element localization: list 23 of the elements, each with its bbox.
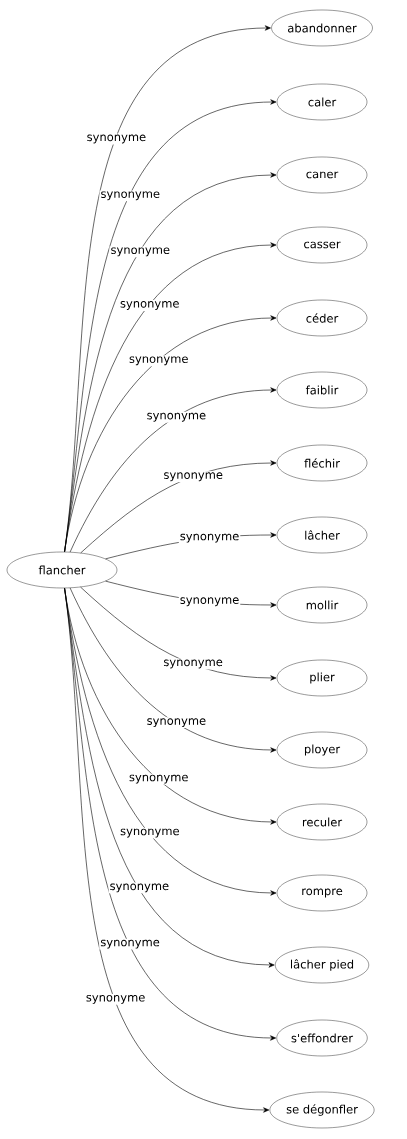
edge-label: synonyme xyxy=(99,190,161,202)
arrow xyxy=(69,587,277,753)
edge-label: synonyme xyxy=(127,355,190,367)
arrow xyxy=(64,315,277,553)
edge-label: synonyme xyxy=(162,471,224,483)
edge-label: synonyme xyxy=(84,994,147,1005)
arrow xyxy=(80,460,277,554)
arrow xyxy=(64,587,270,1113)
edge-label: synonyme xyxy=(162,658,224,670)
edge-label: synonyme xyxy=(109,246,171,258)
arrow xyxy=(80,586,277,681)
edge-label: synonyme xyxy=(99,938,161,950)
edge-label: synonyme xyxy=(85,133,148,145)
edge-label: synonyme xyxy=(145,717,208,729)
edge-label: synonyme xyxy=(108,882,171,894)
edge-label: synonyme xyxy=(119,827,181,839)
edge-label: synonyme xyxy=(178,596,241,608)
arrow xyxy=(64,587,277,1041)
edge-label: synonyme xyxy=(119,300,181,311)
edge-label: synonyme xyxy=(127,773,190,785)
edge-label: synonyme xyxy=(145,411,208,423)
arrow xyxy=(69,387,277,553)
edge-label: synonyme xyxy=(178,532,241,544)
